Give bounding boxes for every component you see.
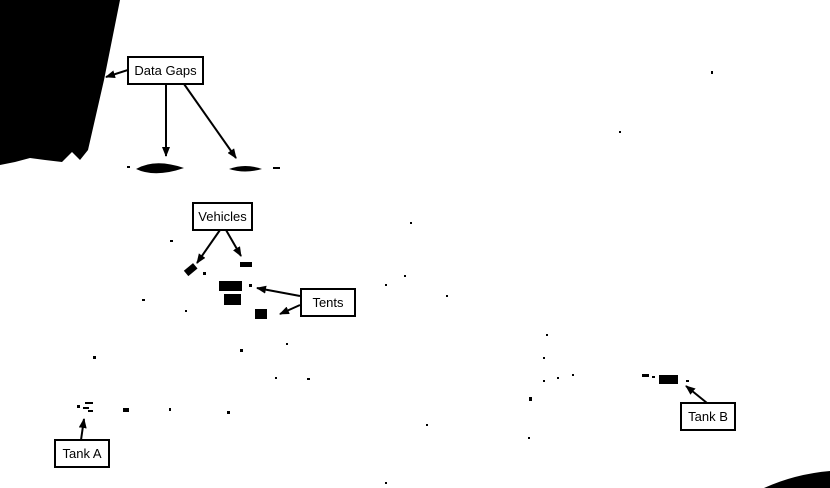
tent xyxy=(219,281,242,291)
speck xyxy=(249,284,252,287)
tank-b-mark xyxy=(652,376,655,378)
tank-a-label: Tank A xyxy=(54,439,110,468)
speck xyxy=(123,408,129,412)
speck xyxy=(127,166,130,168)
data-gaps-label: Data Gaps xyxy=(127,56,204,85)
tank-b-mark xyxy=(659,375,678,384)
vehicle xyxy=(240,262,252,267)
tank-a-mark xyxy=(77,405,80,408)
tents-label: Tents xyxy=(300,288,356,317)
data-gap-region xyxy=(764,471,830,488)
tent xyxy=(224,294,241,305)
arrow-data-gaps-diag xyxy=(183,83,237,159)
arrow-data-gaps-left xyxy=(105,69,129,79)
data-gap-region xyxy=(0,0,120,165)
arrow-tents-bottom xyxy=(279,304,301,315)
tank-b-label: Tank B xyxy=(680,402,736,431)
arrow-vehicles-left xyxy=(196,229,221,264)
noise-specks xyxy=(93,71,713,484)
data-gap-blob xyxy=(229,166,262,172)
speck xyxy=(273,167,280,169)
tent xyxy=(255,309,267,319)
tank-a-mark xyxy=(83,407,89,409)
arrow-tank-a xyxy=(78,418,87,441)
vehicle xyxy=(183,263,198,277)
tank-a-mark xyxy=(85,402,93,404)
data-gap-blob xyxy=(136,163,184,174)
speck xyxy=(170,240,173,242)
vehicles-label: Vehicles xyxy=(192,202,253,231)
speck xyxy=(203,272,206,275)
tank-b-mark xyxy=(642,374,649,377)
tank-a-mark xyxy=(88,410,93,412)
arrow-vehicles-right xyxy=(225,229,242,257)
arrow-tank-b xyxy=(685,385,708,404)
arrow-tents-top xyxy=(256,285,301,297)
